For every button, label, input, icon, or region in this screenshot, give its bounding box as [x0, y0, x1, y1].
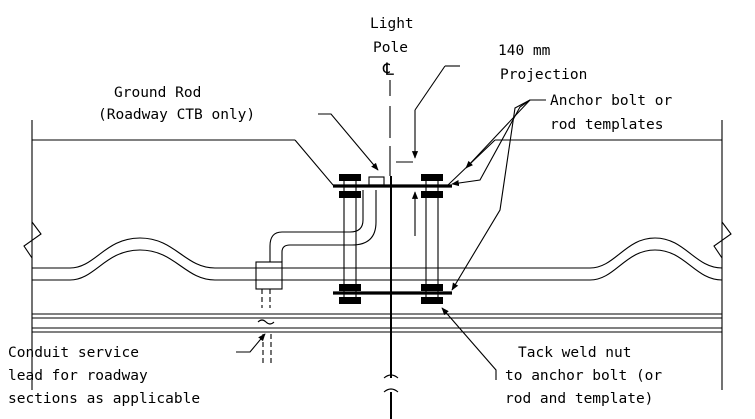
anchor-bolt-left: [339, 174, 361, 304]
projection-line-1: 140 mm: [498, 43, 551, 59]
break-symbol-icon: [383, 374, 399, 393]
label-conduit-service: Conduit service lead for roadway section…: [8, 345, 200, 407]
tack-weld-line-1: Tack weld nut: [518, 345, 632, 361]
rebar-lines: [32, 237, 723, 281]
label-projection: 140 mm Projection: [498, 43, 587, 83]
ground-rod-line-2: (Roadway CTB only): [98, 107, 255, 123]
conduit: [255, 190, 377, 366]
ground-rod-box: [368, 176, 385, 186]
projection-dimension: [396, 65, 460, 236]
light-pole-line-2: Pole: [373, 40, 408, 56]
label-anchor-bolt: Anchor bolt or rod templates: [550, 93, 672, 133]
tack-weld-line-2: to anchor bolt (or: [505, 368, 662, 384]
conduit-line-2: lead for roadway: [8, 368, 148, 384]
anchor-bolt-line-2: rod templates: [550, 117, 664, 133]
label-tack-weld: Tack weld nut to anchor bolt (or rod and…: [505, 345, 662, 407]
ground-rod-line-1: Ground Rod: [114, 85, 201, 101]
tack-weld-line-3: rod and template): [505, 391, 653, 407]
conduit-line-3: sections as applicable: [8, 391, 200, 407]
leaders: [236, 99, 546, 380]
break-symbol-icon: [257, 319, 275, 325]
label-ground-rod: Ground Rod (Roadway CTB only): [98, 85, 255, 123]
ground-rod: [383, 176, 399, 419]
light-pole-line-1: Light: [370, 16, 414, 32]
conduit-line-1: Conduit service: [8, 345, 139, 361]
label-light-pole: Light Pole ℄: [370, 16, 414, 80]
anchor-bolt-line-1: Anchor bolt or: [550, 93, 672, 109]
break-symbol-icon: [23, 221, 732, 259]
centerline-icon: ℄: [382, 60, 394, 80]
projection-line-2: Projection: [500, 67, 587, 83]
anchor-bolt-right: [421, 174, 443, 304]
deck-lines: [32, 313, 722, 333]
